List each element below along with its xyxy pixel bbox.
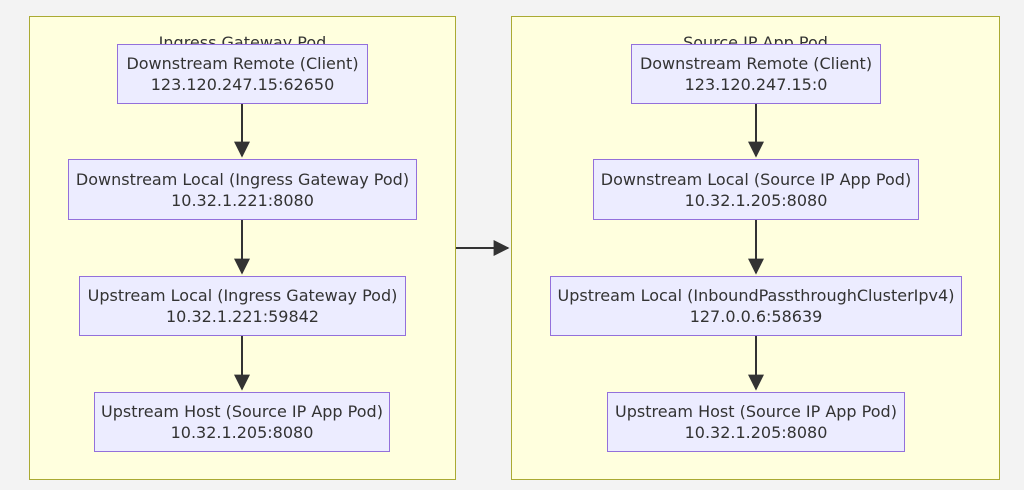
node-address: 123.120.247.15:0 (684, 75, 828, 94)
node-address: 10.32.1.205:8080 (684, 423, 828, 442)
node-address: 127.0.0.6:58639 (689, 307, 823, 326)
node-label: Upstream Local (Ingress Gateway Pod) (87, 286, 398, 305)
node-label: Upstream Host (Source IP App Pod) (615, 402, 897, 421)
node-downstream-local: Downstream Local (Source IP App Pod) 10.… (593, 159, 919, 220)
node-label: Downstream Remote (Client) (126, 54, 359, 73)
node-upstream-host: Upstream Host (Source IP App Pod) 10.32.… (607, 392, 905, 452)
node-label: Downstream Local (Source IP App Pod) (600, 169, 912, 189)
node-label: Upstream Host (Source IP App Pod) (101, 402, 383, 421)
node-downstream-local: Downstream Local (Ingress Gateway Pod) 1… (68, 159, 417, 220)
node-address: 123.120.247.15:62650 (150, 75, 335, 94)
node-address: 10.32.1.205:8080 (170, 423, 314, 442)
node-downstream-remote: Downstream Remote (Client) 123.120.247.1… (631, 44, 881, 104)
node-upstream-host: Upstream Host (Source IP App Pod) 10.32.… (94, 392, 390, 452)
node-address: 10.32.1.221:8080 (171, 190, 314, 210)
node-upstream-local: Upstream Local (Ingress Gateway Pod) 10.… (79, 276, 406, 336)
node-label: Downstream Local (Ingress Gateway Pod) (75, 169, 410, 189)
node-label: Downstream Remote (Client) (639, 54, 873, 73)
node-address: 10.32.1.221:59842 (166, 307, 319, 326)
node-label: Upstream Local (InboundPassthroughCluste… (557, 286, 955, 305)
node-upstream-local: Upstream Local (InboundPassthroughCluste… (550, 276, 962, 336)
node-downstream-remote: Downstream Remote (Client) 123.120.247.1… (117, 44, 368, 104)
node-address: 10.32.1.205:8080 (684, 190, 828, 210)
